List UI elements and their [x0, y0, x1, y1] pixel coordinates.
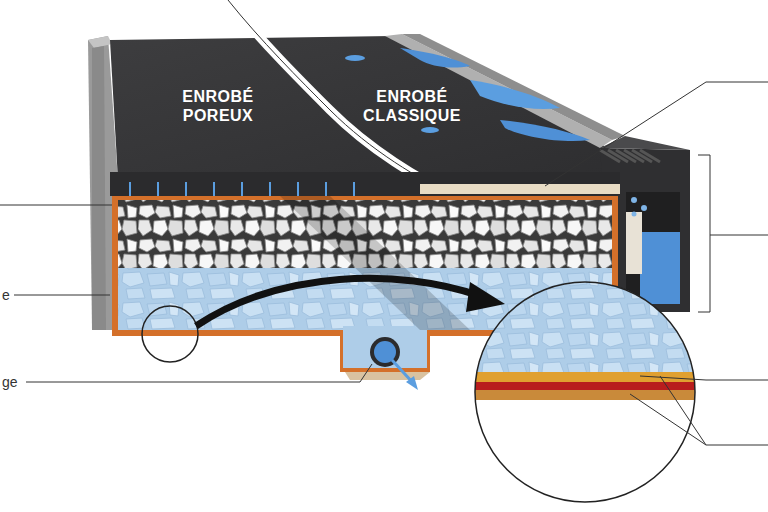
- surface-label: ENROBÉ POREUX: [173, 87, 263, 125]
- side-label: e: [2, 287, 10, 303]
- surface-label: ENROBÉ CLASSIQUE: [357, 87, 467, 125]
- side-label: ge: [2, 374, 18, 390]
